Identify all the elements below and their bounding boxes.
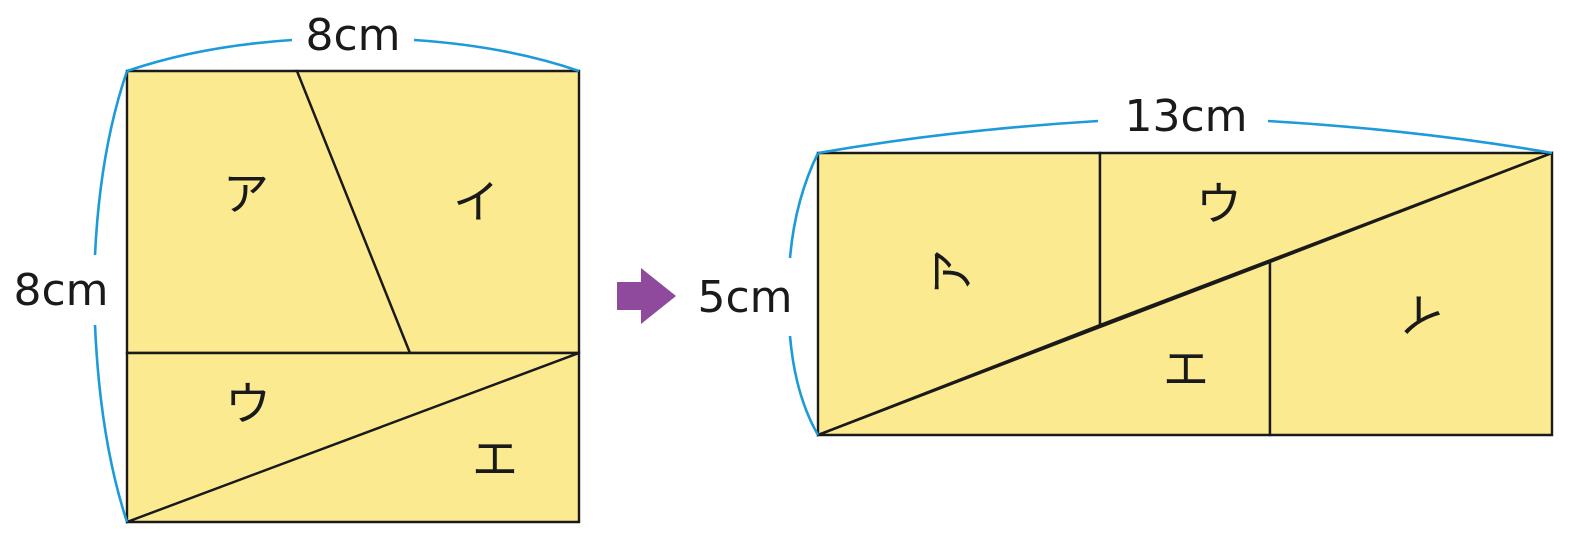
square-side-bracket-lower [93, 324, 129, 523]
rectangle-label-i: イ [1398, 287, 1444, 341]
rectangle-side-bracket [788, 152, 820, 259]
rectangle-top-bracket-right [1267, 119, 1553, 155]
square-top-dimension: 8cm [305, 10, 400, 61]
rectangle-label-u: ウ [1196, 177, 1242, 231]
square-side-dimension: 8cm [13, 265, 108, 316]
square-figure: 8cm 8cm ア イ ウ エ [13, 10, 581, 524]
square-label-u: ウ [225, 377, 271, 431]
rectangle-top-dimension: 13cm [1124, 91, 1247, 142]
square-top-bracket-right [413, 38, 580, 73]
square-label-i: イ [453, 175, 499, 229]
square-label-e: エ [472, 432, 518, 486]
rectangle-figure: 13cm 5cm ア ウ エ イ [697, 91, 1554, 437]
right-arrow-icon [617, 268, 676, 324]
square-label-a: ア [223, 167, 269, 221]
rectangle-label-a: ア [925, 249, 979, 295]
square-top-bracket [126, 38, 293, 73]
rectangle-side-bracket-lower [788, 335, 820, 436]
square-piece-e [126, 351, 581, 524]
square-side-bracket [93, 70, 129, 256]
rectangle-top-bracket [817, 119, 1099, 155]
rectangle-label-e: エ [1163, 342, 1209, 396]
rectangle-side-dimension: 5cm [697, 272, 792, 323]
